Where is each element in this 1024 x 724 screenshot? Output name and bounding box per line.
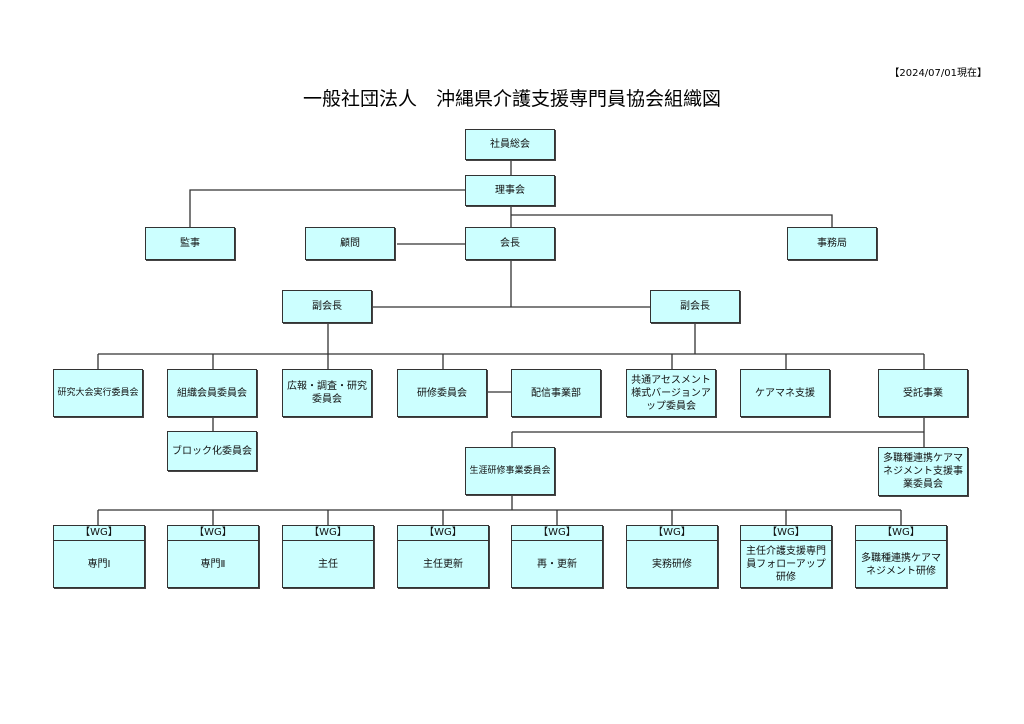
node-training: 研修委員会 [397, 369, 487, 417]
node-caremanager-support: ケアマネ支援 [740, 369, 830, 417]
wg-name: 専門Ⅰ [87, 559, 111, 570]
node-lifelong-training: 生涯研修事業委員会 [465, 447, 555, 495]
wg-name: 再・更新 [537, 559, 577, 570]
page-title: 一般社団法人 沖縄県介護支援専門員協会組織図 [302, 88, 721, 110]
node-research-conference: 研究大会実行委員会 [53, 369, 143, 417]
node-block: ブロック化委員会 [167, 431, 257, 471]
node-advisor: 顧問 [305, 227, 395, 260]
node-contract-business: 受託事業 [878, 369, 968, 417]
wg-box: 【WG】主任更新 [397, 525, 489, 588]
as-of-date: 【2024/07/01現在】 [889, 68, 987, 79]
node-assessment: 共通アセスメント様式バージョンアップ委員会 [626, 369, 716, 417]
wg-box: 【WG】専門Ⅰ [53, 525, 145, 588]
wg-name: 実務研修 [652, 559, 692, 570]
wg-box: 【WG】実務研修 [626, 525, 718, 588]
node-multidisciplinary: 多職種連携ケアマネジメント支援事業委員会 [878, 447, 968, 496]
wg-name: 主任 [318, 559, 338, 570]
node-distribution: 配信事業部 [511, 369, 601, 417]
node-vice-president-2: 副会長 [650, 290, 740, 323]
wg-name: 多職種連携ケアマネジメント研修 [861, 552, 941, 577]
node-president: 会長 [465, 227, 555, 260]
node-membership: 組織会員委員会 [167, 369, 257, 417]
wg-box: 【WG】主任 [282, 525, 374, 588]
wg-header: 【WG】 [168, 526, 258, 541]
wg-header: 【WG】 [856, 526, 946, 541]
node-vice-president-1: 副会長 [282, 290, 372, 323]
wg-box: 【WG】専門Ⅱ [167, 525, 259, 588]
wg-box: 【WG】多職種連携ケアマネジメント研修 [855, 525, 947, 588]
wg-name: 主任介護支援専門員フォローアップ研修 [746, 546, 826, 583]
wg-header: 【WG】 [283, 526, 373, 541]
wg-box: 【WG】再・更新 [511, 525, 603, 588]
wg-box: 【WG】主任介護支援専門員フォローアップ研修 [740, 525, 832, 588]
node-board: 理事会 [465, 175, 555, 206]
wg-name: 専門Ⅱ [200, 559, 226, 570]
node-pr-research: 広報・調査・研究委員会 [282, 369, 372, 417]
node-secretariat: 事務局 [787, 227, 877, 260]
wg-header: 【WG】 [512, 526, 602, 541]
wg-header: 【WG】 [54, 526, 144, 541]
wg-header: 【WG】 [398, 526, 488, 541]
node-general-assembly: 社員総会 [465, 129, 555, 160]
wg-name: 主任更新 [423, 559, 463, 570]
wg-header: 【WG】 [741, 526, 831, 541]
node-auditor: 監事 [145, 227, 235, 260]
wg-header: 【WG】 [627, 526, 717, 541]
